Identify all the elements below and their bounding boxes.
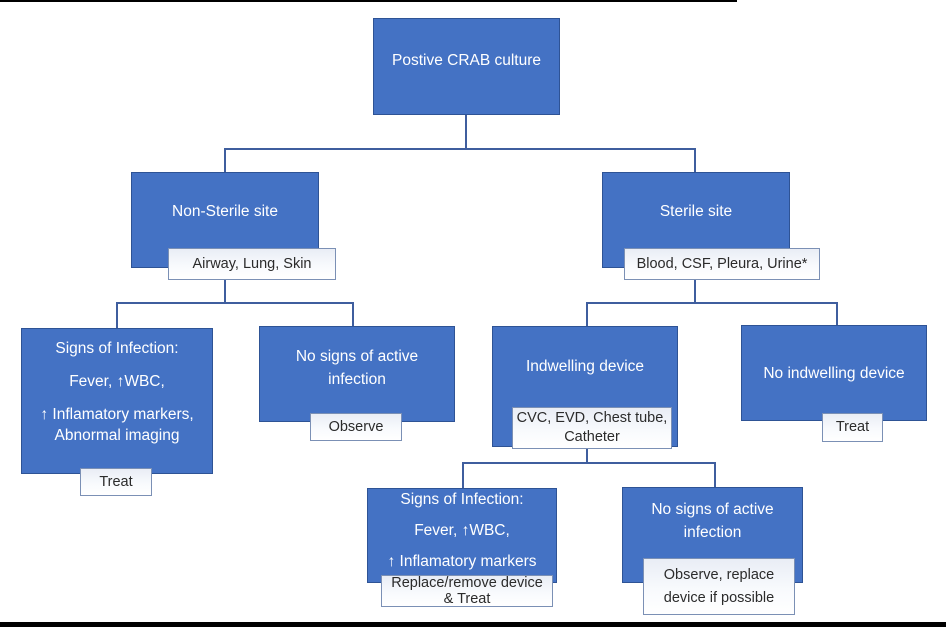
connector-signs1-in: [116, 304, 118, 328]
connector-signs2-in: [462, 464, 464, 488]
connector-level2-left-horizontal: [116, 302, 354, 304]
tag-label: Airway, Lung, Skin: [192, 255, 312, 272]
tag-airway-lung-skin: Airway, Lung, Skin: [168, 248, 336, 280]
node-label: No indwelling device: [763, 364, 905, 382]
node-line: Signs of Infection:: [55, 340, 179, 357]
tag-line: CVC, EVD, Chest tube,: [516, 410, 668, 426]
node-label: Sterile site: [659, 202, 733, 220]
node-label: Non-Sterile site: [172, 202, 278, 220]
connector-level3-horizontal: [462, 462, 716, 464]
frame-top-line: [0, 0, 737, 2]
action-line: device if possible: [663, 589, 775, 606]
connector-nosigns1-in: [352, 304, 354, 326]
node-line: Fever, ↑WBC,: [69, 373, 165, 390]
node-label: Indwelling device: [525, 358, 645, 375]
node-line: Signs of Infection:: [400, 491, 524, 508]
tag-line: Catheter: [564, 429, 620, 445]
connector-nonsterile-out: [224, 280, 226, 303]
action-replace-remove-treat: Replace/remove device & Treat: [381, 575, 553, 607]
node-positive-crab-culture: Postive CRAB culture: [373, 18, 560, 115]
connector-sterile-out: [694, 280, 696, 303]
connector-level2-right-horizontal: [586, 302, 838, 304]
action-label: Treat: [99, 473, 133, 490]
node-line: ↑ Inflamatory markers: [387, 553, 537, 570]
node-signs-of-infection-device: Signs of Infection: Fever, ↑WBC, ↑ Infla…: [367, 488, 557, 583]
action-observe-replace-device: Observe, replace device if possible: [643, 558, 795, 615]
action-label: Observe: [328, 418, 384, 435]
connector-nodevice-in: [836, 304, 838, 325]
node-line: No signs of active: [295, 348, 419, 365]
node-line: Fever, ↑WBC,: [414, 522, 510, 539]
action-line: & Treat: [443, 591, 491, 607]
action-treat-nodevice: Treat: [822, 413, 883, 442]
action-line: Observe, replace: [663, 566, 775, 583]
node-label: Postive CRAB culture: [391, 52, 542, 69]
tag-cvc-evd-chest-tube-catheter: CVC, EVD, Chest tube, Catheter: [512, 407, 672, 449]
action-treat-nonsterile: Treat: [80, 468, 152, 496]
node-no-indwelling-device: No indwelling device: [741, 325, 927, 421]
action-line: Replace/remove device: [391, 575, 543, 591]
action-label: Treat: [835, 419, 870, 435]
node-no-signs-nonsterile: No signs of active infection: [259, 326, 455, 422]
connector-level1-horizontal: [224, 148, 696, 150]
action-observe: Observe: [310, 413, 402, 441]
connector-device-out: [586, 449, 588, 462]
connector-nonsterile-in: [224, 150, 226, 172]
connector-sterile-in: [694, 150, 696, 172]
node-line: ↑ Inflamatory markers,: [40, 406, 194, 423]
connector-root-down: [465, 115, 467, 150]
connector-device-in: [586, 304, 588, 326]
node-signs-of-infection-nonsterile: Signs of Infection: Fever, ↑WBC, ↑ Infla…: [21, 328, 213, 474]
node-line: No signs of active: [651, 501, 774, 518]
connector-nosigns2-in: [714, 464, 716, 487]
frame-bottom-line: [0, 622, 946, 627]
tag-label: Blood, CSF, Pleura, Urine*: [636, 255, 808, 272]
node-line: Abnormal imaging: [54, 427, 180, 444]
node-line: infection: [683, 524, 742, 541]
tag-blood-csf-pleura-urine: Blood, CSF, Pleura, Urine*: [624, 248, 820, 280]
node-line: infection: [328, 371, 386, 388]
